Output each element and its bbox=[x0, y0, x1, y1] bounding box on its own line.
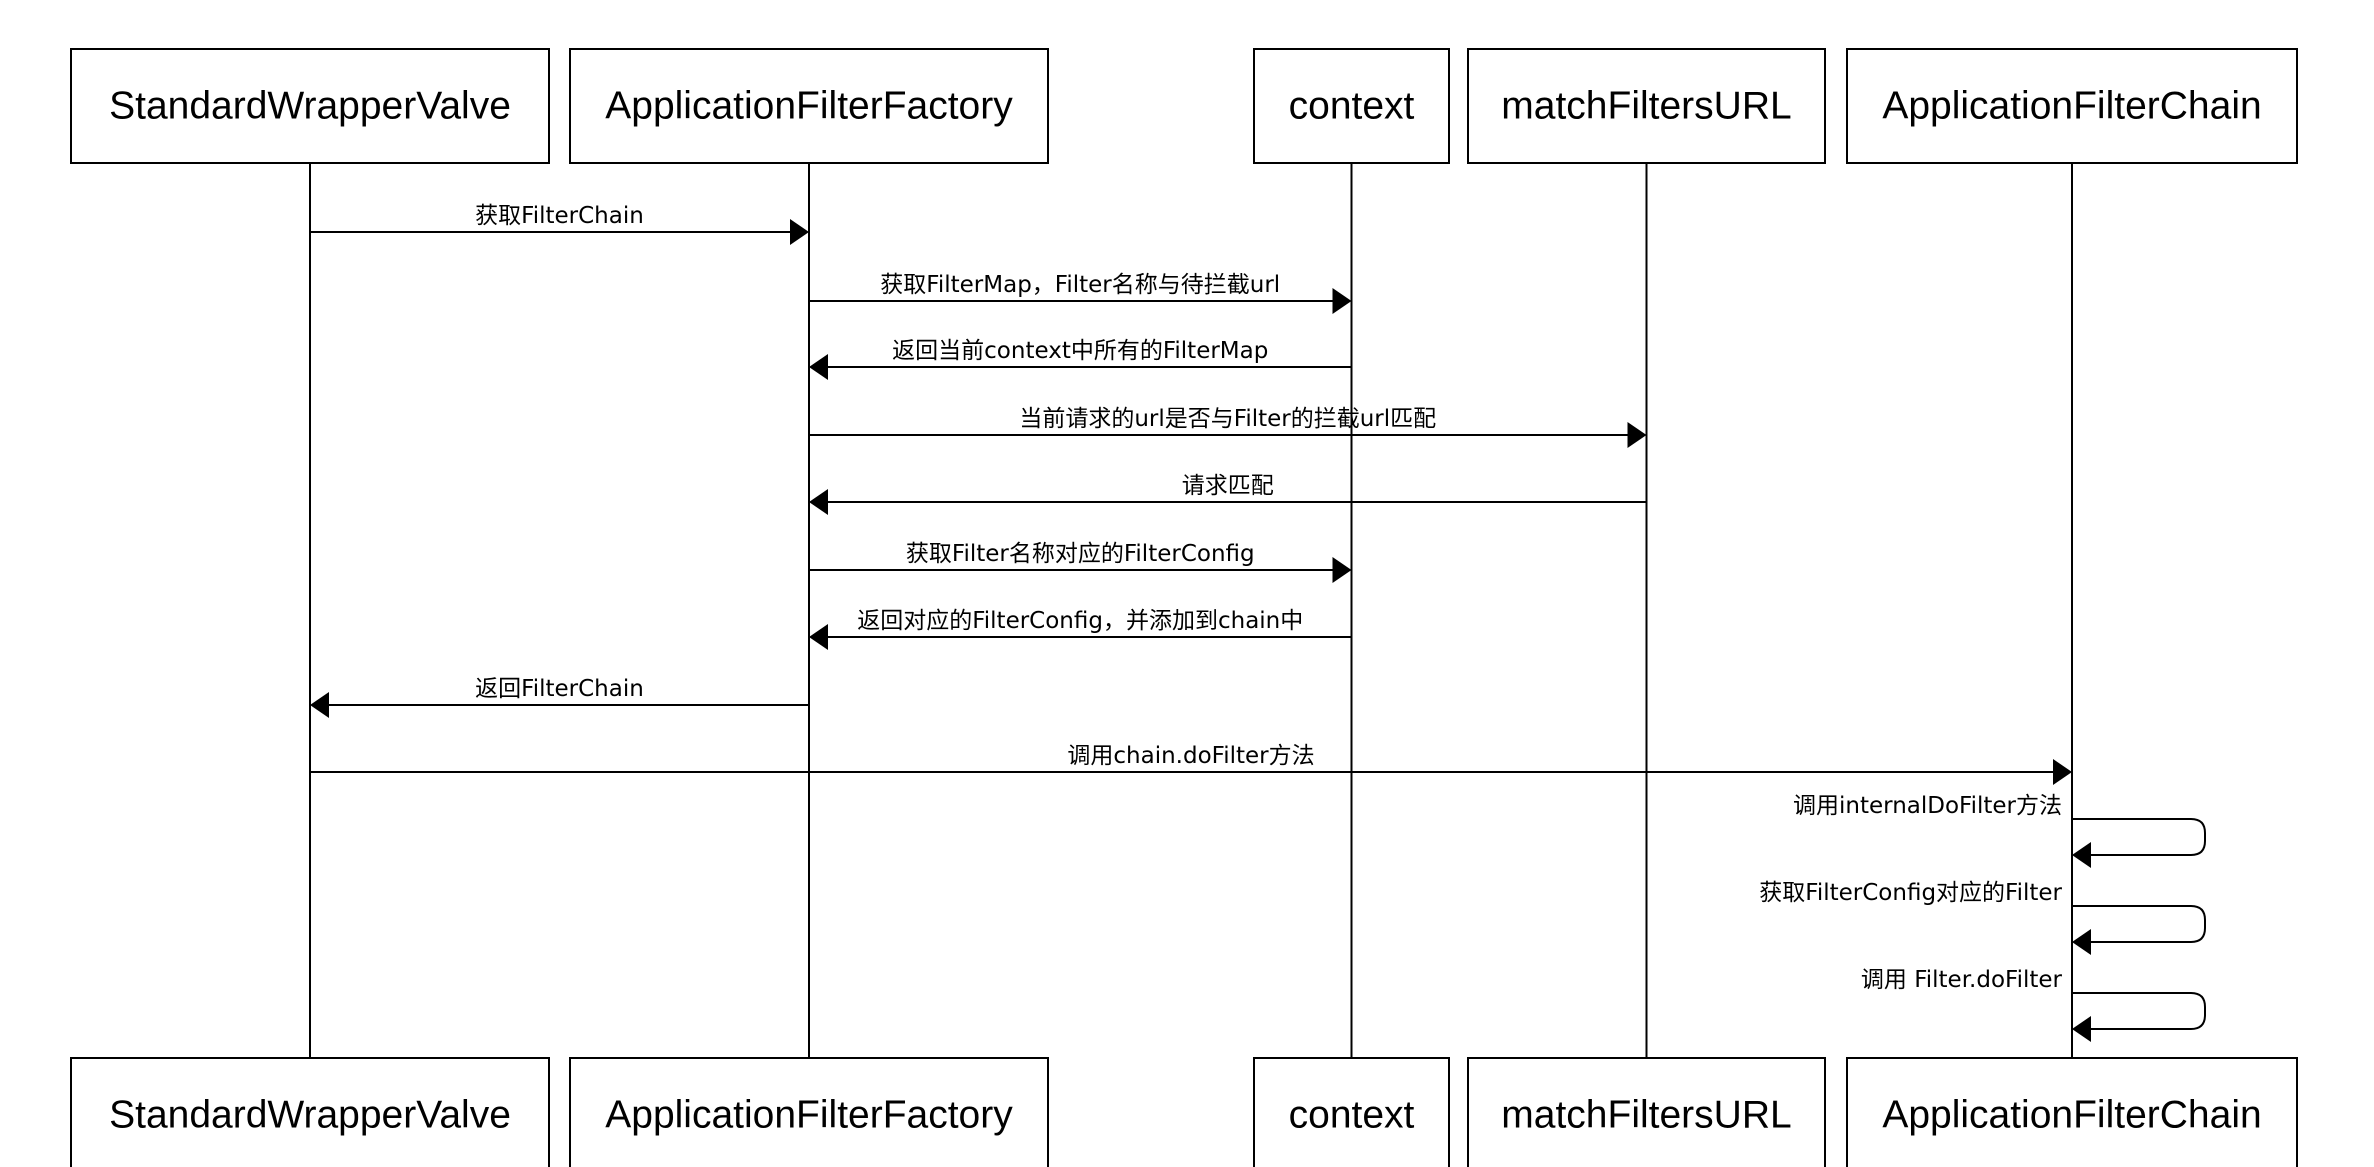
participants: StandardWrapperValveStandardWrapperValve… bbox=[70, 48, 2298, 1167]
participant-box bbox=[1467, 48, 1826, 164]
message-arrowhead bbox=[1627, 422, 1647, 448]
participant-box bbox=[569, 48, 1049, 164]
participant-afc-bottom: ApplicationFilterChain bbox=[1846, 1057, 2298, 1167]
participant-mfu-bottom: matchFiltersURL bbox=[1467, 1057, 1826, 1167]
message-arrowhead bbox=[1332, 288, 1352, 314]
participant-ctx-bottom: context bbox=[1253, 1057, 1450, 1167]
participant-box bbox=[569, 1057, 1049, 1167]
message-arrowhead bbox=[1332, 557, 1352, 583]
participant-label: ApplicationFilterFactory bbox=[605, 85, 1013, 128]
message-label: 当前请求的url是否与Filter的拦截url匹配 bbox=[1019, 406, 1436, 432]
message-arrowhead bbox=[2053, 759, 2072, 785]
participant-box bbox=[1253, 48, 1450, 164]
lifelines bbox=[309, 163, 2073, 1058]
message-3: 返回当前context中所有的FilterMap bbox=[809, 338, 1352, 380]
message-label: 获取FilterConfig对应的Filter bbox=[1759, 880, 2062, 906]
messages: 获取FilterChain 获取FilterMap，Filter名称与待拦截url… bbox=[310, 203, 2206, 1042]
message-arrowhead bbox=[790, 219, 809, 245]
participant-box bbox=[70, 48, 550, 164]
message-6: 获取Filter名称对应的FilterConfig bbox=[809, 541, 1352, 583]
participant-box bbox=[1846, 1057, 2298, 1167]
participant-aff-bottom: ApplicationFilterFactory bbox=[569, 1057, 1049, 1167]
message-arrowhead bbox=[809, 354, 828, 380]
participant-label: StandardWrapperValve bbox=[109, 85, 511, 128]
participant-box bbox=[1846, 48, 2298, 164]
message-label: 调用 Filter.doFilter bbox=[1861, 967, 2063, 993]
participant-box bbox=[1253, 1057, 1450, 1167]
message-7: 返回对应的FilterConfig，并添加到chain中 bbox=[809, 608, 1352, 650]
participant-aff-top: ApplicationFilterFactory bbox=[569, 48, 1049, 164]
message-line bbox=[2072, 818, 2206, 856]
message-label: 获取Filter名称对应的FilterConfig bbox=[906, 541, 1255, 567]
message-label: 获取FilterChain bbox=[475, 203, 644, 229]
participant-label: ApplicationFilterFactory bbox=[605, 1094, 1013, 1137]
participant-label: ApplicationFilterChain bbox=[1882, 1094, 2261, 1137]
message-line bbox=[2072, 992, 2206, 1030]
message-2: 获取FilterMap，Filter名称与待拦截url bbox=[809, 272, 1352, 314]
message-10: 调用internalDoFilter方法 bbox=[1793, 793, 2206, 868]
message-label: 返回对应的FilterConfig，并添加到chain中 bbox=[857, 608, 1303, 634]
message-label: 请求匹配 bbox=[1182, 473, 1274, 499]
message-arrowhead bbox=[2072, 842, 2091, 868]
message-label: 调用internalDoFilter方法 bbox=[1793, 793, 2062, 819]
message-arrowhead bbox=[809, 489, 828, 515]
message-5: 请求匹配 bbox=[809, 473, 1647, 515]
message-4: 当前请求的url是否与Filter的拦截url匹配 bbox=[809, 406, 1647, 448]
participant-label: matchFiltersURL bbox=[1501, 1094, 1791, 1137]
message-arrowhead bbox=[310, 692, 329, 718]
message-arrowhead bbox=[809, 624, 828, 650]
participant-swv-top: StandardWrapperValve bbox=[70, 48, 550, 164]
participant-ctx-top: context bbox=[1253, 48, 1450, 164]
participant-label: StandardWrapperValve bbox=[109, 1094, 511, 1137]
message-8: 返回FilterChain bbox=[310, 676, 809, 718]
message-label: 返回FilterChain bbox=[475, 676, 644, 702]
participant-label: matchFiltersURL bbox=[1501, 85, 1791, 128]
participant-label: ApplicationFilterChain bbox=[1882, 85, 2261, 128]
message-12: 调用 Filter.doFilter bbox=[1861, 967, 2206, 1042]
message-1: 获取FilterChain bbox=[310, 203, 809, 245]
message-11: 获取FilterConfig对应的Filter bbox=[1759, 880, 2206, 955]
participant-box bbox=[70, 1057, 550, 1167]
message-label: 返回当前context中所有的FilterMap bbox=[892, 338, 1268, 364]
message-label: 获取FilterMap，Filter名称与待拦截url bbox=[880, 272, 1280, 298]
participant-mfu-top: matchFiltersURL bbox=[1467, 48, 1826, 164]
participant-label: context bbox=[1289, 85, 1415, 128]
participant-afc-top: ApplicationFilterChain bbox=[1846, 48, 2298, 164]
participant-label: context bbox=[1289, 1094, 1415, 1137]
message-line bbox=[2072, 905, 2206, 943]
participant-box bbox=[1467, 1057, 1826, 1167]
message-arrowhead bbox=[2072, 929, 2091, 955]
message-label: 调用chain.doFilter方法 bbox=[1067, 743, 1314, 769]
message-9: 调用chain.doFilter方法 bbox=[310, 743, 2072, 785]
message-arrowhead bbox=[2072, 1016, 2091, 1042]
participant-swv-bottom: StandardWrapperValve bbox=[70, 1057, 550, 1167]
